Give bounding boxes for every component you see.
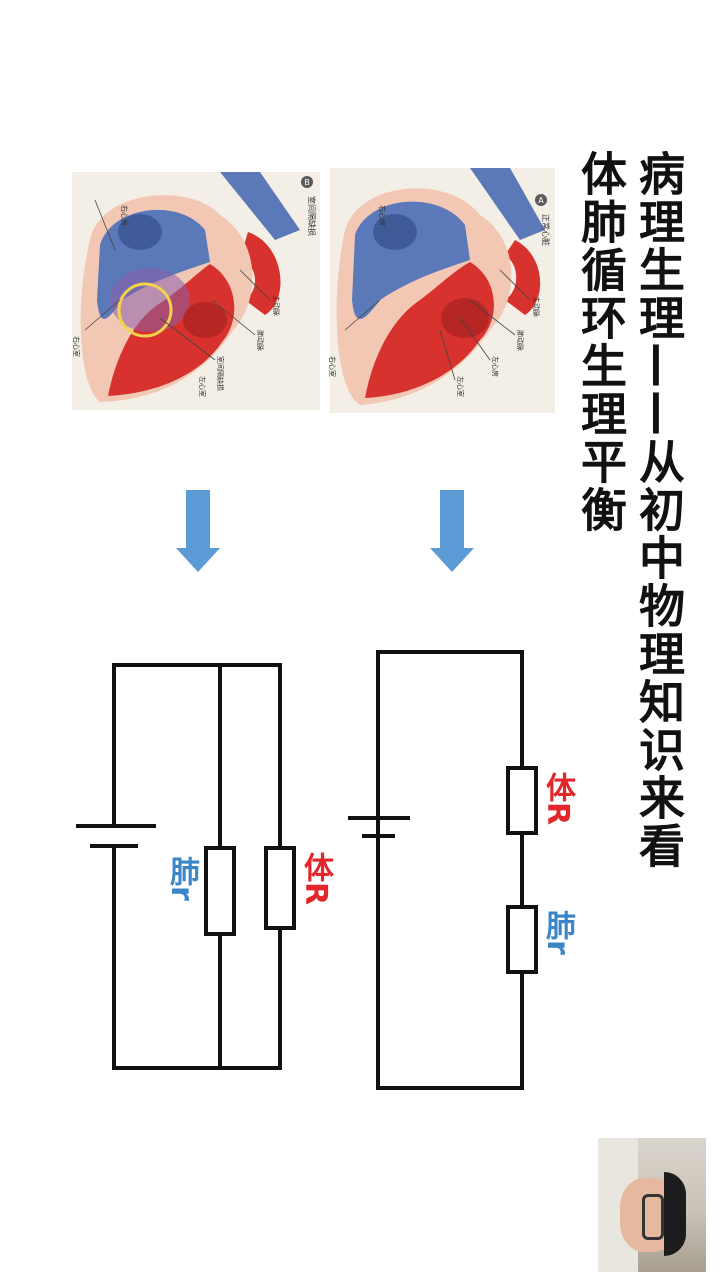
svg-text:左心室: 左心室 — [456, 376, 465, 397]
resistor-systemic — [264, 846, 296, 930]
heart-illustration-normal: A 正常心脏 主动脉 肺动脉 左心房 右心房 左心室 右心室 — [328, 168, 555, 413]
page-title: 病理生理——从初中物理知识来看 — [632, 150, 686, 870]
arrow-down-icon — [176, 490, 220, 572]
panel-a-caption: 正常心脏 — [541, 214, 551, 246]
series-circuit — [348, 650, 538, 1090]
panel-a-badge — [535, 194, 547, 206]
panel-b-caption: 室间隔缺损 — [307, 196, 317, 236]
svg-text:右心房: 右心房 — [378, 205, 387, 226]
parallel-circuit — [76, 663, 296, 1070]
svg-text:肺动脉: 肺动脉 — [256, 330, 265, 351]
svg-text:A: A — [538, 196, 544, 205]
series-wire — [376, 650, 524, 870]
svg-text:室间隔缺损: 室间隔缺损 — [216, 356, 225, 391]
parallel-label-systemic: 体R — [298, 852, 333, 906]
svg-text:主动脉: 主动脉 — [272, 295, 281, 316]
svg-text:左心室: 左心室 — [198, 376, 207, 397]
arrow-down-icon — [430, 490, 474, 572]
presenter-webcam — [598, 1138, 706, 1272]
svg-text:左心房: 左心房 — [491, 356, 500, 377]
resistor-systemic — [506, 766, 538, 835]
svg-text:肺动脉: 肺动脉 — [516, 330, 525, 351]
resistor-pulmonary — [204, 846, 236, 936]
series-wire — [376, 836, 524, 1090]
svg-text:B: B — [304, 178, 310, 187]
parallel-wire — [112, 663, 282, 848]
parallel-wire — [112, 846, 282, 1070]
page-subtitle: 体肺循环生理平衡 — [574, 150, 628, 534]
series-label-systemic: 体R — [540, 772, 575, 826]
svg-text:右心房: 右心房 — [120, 205, 129, 226]
svg-text:主动脉: 主动脉 — [532, 296, 541, 317]
svg-text:右心室: 右心室 — [72, 336, 81, 357]
heart-illustration-vsd: B 室间隔缺损 主动脉 肺动脉 室间隔缺损 右心房 左心室 右心室 — [72, 172, 320, 410]
series-label-pulmonary: 肺r — [540, 910, 575, 955]
parallel-label-pulmonary: 肺r — [164, 856, 199, 901]
svg-text:右心室: 右心室 — [328, 356, 337, 377]
resistor-pulmonary — [506, 905, 538, 974]
panel-b-badge — [301, 176, 313, 188]
